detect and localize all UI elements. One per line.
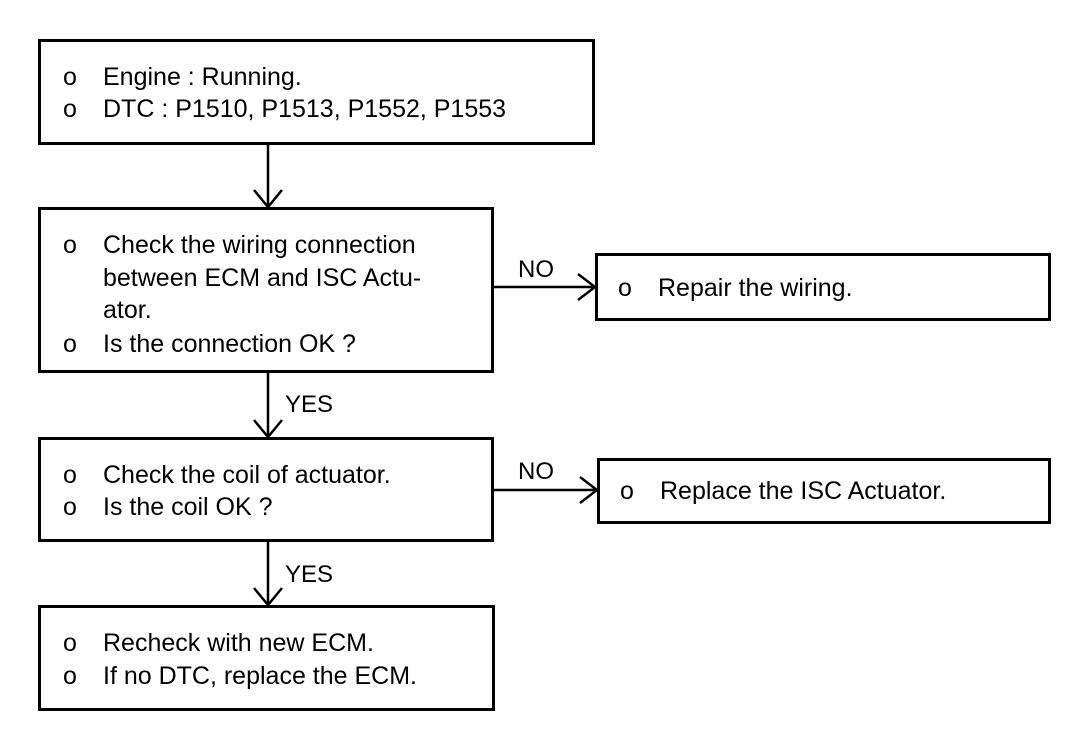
label-yes-coil: YES [285, 561, 334, 588]
bullet: o [63, 63, 77, 91]
bullet: o [63, 662, 77, 690]
bullet: o [63, 461, 77, 489]
replace-box: o Replace the ISC Actuator. [597, 458, 1051, 524]
bullet: o [63, 231, 77, 259]
bullet: o [63, 629, 77, 657]
bullet: o [620, 477, 634, 505]
check-wiring-box: o Check the wiring connection between EC… [38, 207, 494, 373]
label-no-wiring: NO [518, 256, 554, 283]
bullet: o [63, 330, 77, 358]
recheck-box: o Recheck with new ECM. o If no DTC, rep… [38, 605, 495, 711]
label-no-coil: NO [518, 458, 554, 485]
label-yes-wiring: YES [285, 391, 334, 418]
bullet: o [63, 95, 77, 123]
bullet: o [63, 493, 77, 521]
bullet: o [618, 274, 632, 302]
check-coil-box: o Check the coil of actuator. o Is the c… [38, 437, 494, 542]
repair-box: o Repair the wiring. [595, 253, 1051, 321]
start-box: o Engine : Running. o DTC : P1510, P1513… [38, 39, 595, 145]
